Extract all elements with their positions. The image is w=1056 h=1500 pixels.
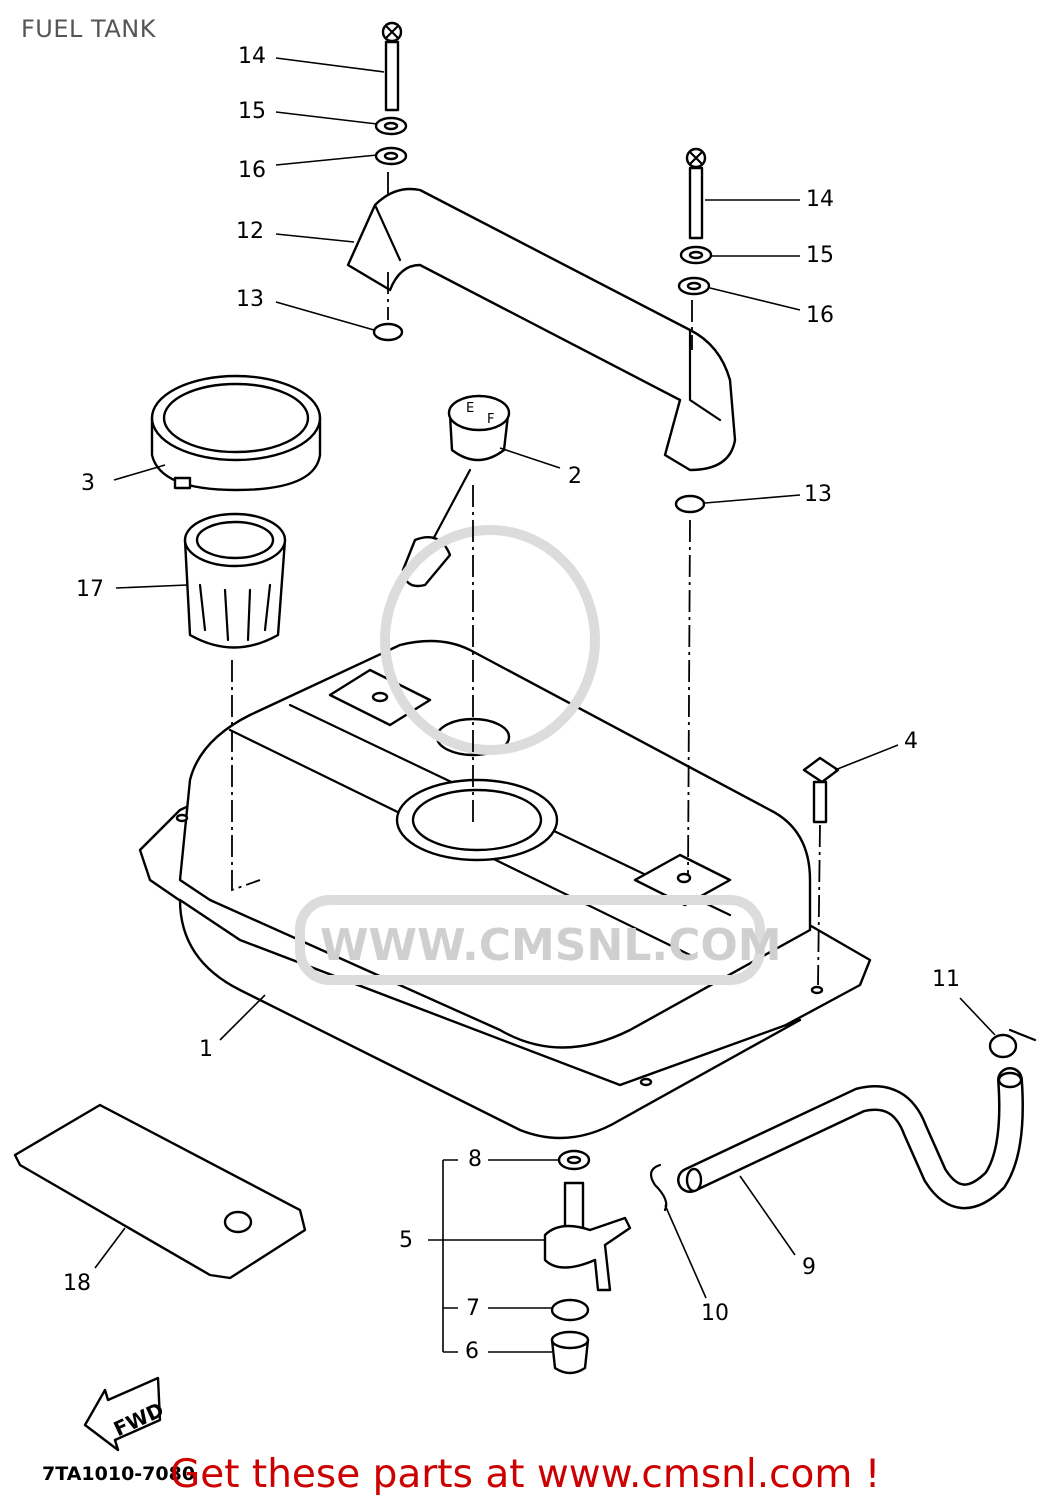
callout-15: 15 [806, 243, 834, 268]
forward-arrow: FWD [83, 1376, 167, 1452]
callout-17: 17 [76, 577, 104, 602]
callout-16: 16 [806, 303, 834, 328]
callout-13: 13 [236, 287, 264, 312]
damper-part-18[interactable] [13, 1103, 307, 1280]
cup-part-6[interactable] [550, 1330, 590, 1375]
callout-16: 16 [238, 158, 266, 183]
callout-8: 8 [468, 1147, 482, 1172]
callout-6: 6 [465, 1339, 479, 1364]
watermark-text: WWW.CMSNL.COM [320, 920, 782, 971]
callout-7: 7 [466, 1296, 480, 1321]
callout-14: 14 [238, 44, 266, 69]
grommet-part-13-left[interactable] [372, 322, 404, 342]
fuel-tank-part-1[interactable] [138, 639, 872, 1140]
callout-1: 1 [199, 1037, 213, 1062]
clip-part-10[interactable] [649, 1163, 668, 1212]
o-ring-part-7[interactable] [550, 1298, 590, 1322]
callout-2: 2 [568, 464, 582, 489]
callout-15: 15 [238, 99, 266, 124]
washer-part-16-left[interactable] [374, 146, 408, 166]
strainer-part-17[interactable] [183, 512, 287, 649]
callout-3: 3 [81, 471, 95, 496]
promo-link[interactable]: Get these parts at www.cmsnl.com ! [170, 1452, 881, 1497]
callout-11: 11 [932, 967, 960, 992]
callouts: 14 15 16 12 13 14 15 16 2 3 13 17 4 11 1… [63, 44, 960, 1364]
callout-12: 12 [236, 219, 264, 244]
washer-part-15-left[interactable] [374, 116, 408, 136]
gauge-mark-f: F [487, 412, 494, 427]
gauge-mark-e: E [466, 401, 474, 416]
callout-9: 9 [802, 1255, 816, 1280]
bolt-part-14-left[interactable] [381, 21, 403, 112]
washer-part-16-right[interactable] [677, 276, 711, 296]
leader-lines [94, 57, 996, 1353]
callout-13: 13 [804, 482, 832, 507]
fuel-cap-part-3[interactable] [150, 374, 322, 492]
callout-14: 14 [806, 187, 834, 212]
watermark: WWW.CMSNL.COM [295, 525, 782, 985]
fuel-cock-part-5[interactable] [543, 1181, 632, 1292]
bolt-part-14-right[interactable] [685, 147, 707, 240]
callout-10: 10 [701, 1301, 729, 1326]
washer-part-15-right[interactable] [679, 245, 713, 265]
callout-4: 4 [904, 729, 918, 754]
callout-18: 18 [63, 1271, 91, 1296]
diagram-code: 7TA1010-7080 [42, 1463, 196, 1485]
callout-5: 5 [399, 1228, 413, 1253]
assembly-lines [231, 172, 821, 986]
grommet-part-13-right[interactable] [674, 494, 706, 514]
hose-clip-part-11[interactable] [988, 1028, 1037, 1059]
diagram-title: FUEL TANK [21, 15, 156, 43]
handle-part-12[interactable] [346, 187, 737, 472]
washer-part-8[interactable] [557, 1149, 591, 1171]
bolt-part-4[interactable] [802, 756, 840, 824]
fuel-hose-part-9[interactable] [677, 1067, 1024, 1210]
